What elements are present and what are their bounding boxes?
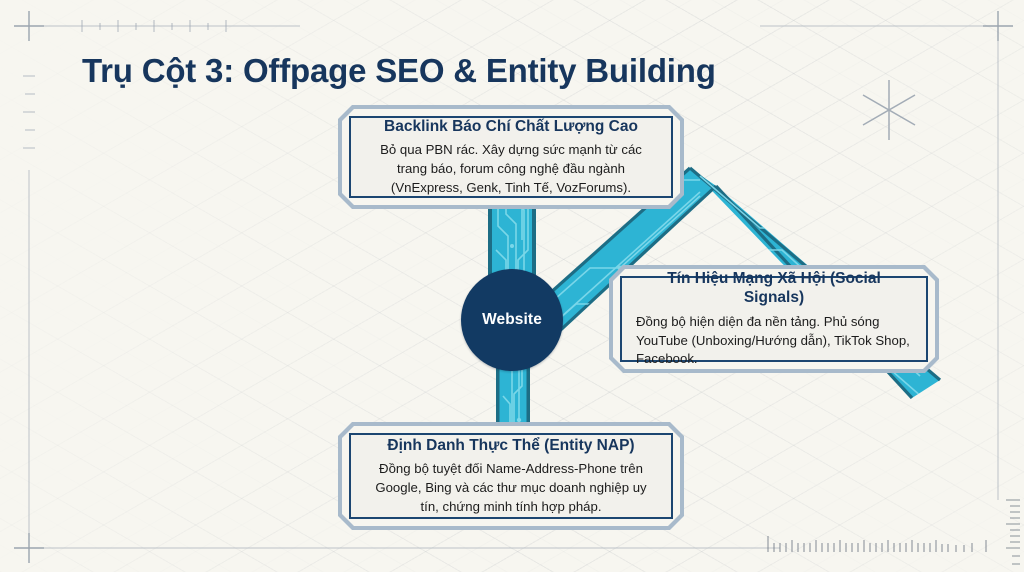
card-description: Đồng bộ tuyệt đối Name-Address-Phone trê… — [375, 461, 647, 514]
card-entity-nap[interactable]: Định Danh Thực Thể (Entity NAP) Đồng bộ … — [338, 422, 684, 530]
page-title: Trụ Cột 3: Offpage SEO & Entity Building — [82, 52, 716, 89]
card-title: Tín Hiệu Mạng Xã Hội (Social Signals) — [667, 270, 881, 307]
card-description: Bỏ qua PBN rác. Xây dựng sức mạnh từ các… — [380, 142, 642, 195]
card-body: Tín Hiệu Mạng Xã Hội (Social Signals) Đồ… — [620, 270, 928, 366]
card-social-signals[interactable]: Tín Hiệu Mạng Xã Hội (Social Signals) Đồ… — [609, 265, 939, 373]
card-description: Đồng bộ hiện diện đa nền tảng. Phủ sóng … — [636, 313, 910, 367]
hub-label: Website — [482, 311, 542, 328]
card-backlink[interactable]: Backlink Báo Chí Chất Lượng Cao Bỏ qua P… — [338, 105, 684, 209]
card-title: Định Danh Thực Thể (Entity NAP) — [387, 436, 635, 454]
card-body: Định Danh Thực Thể (Entity NAP) Đồng bộ … — [349, 433, 673, 519]
card-body: Backlink Báo Chí Chất Lượng Cao Bỏ qua P… — [349, 116, 673, 198]
card-title: Backlink Báo Chí Chất Lượng Cao — [384, 117, 638, 135]
hub-node-website[interactable]: Website — [461, 269, 563, 371]
